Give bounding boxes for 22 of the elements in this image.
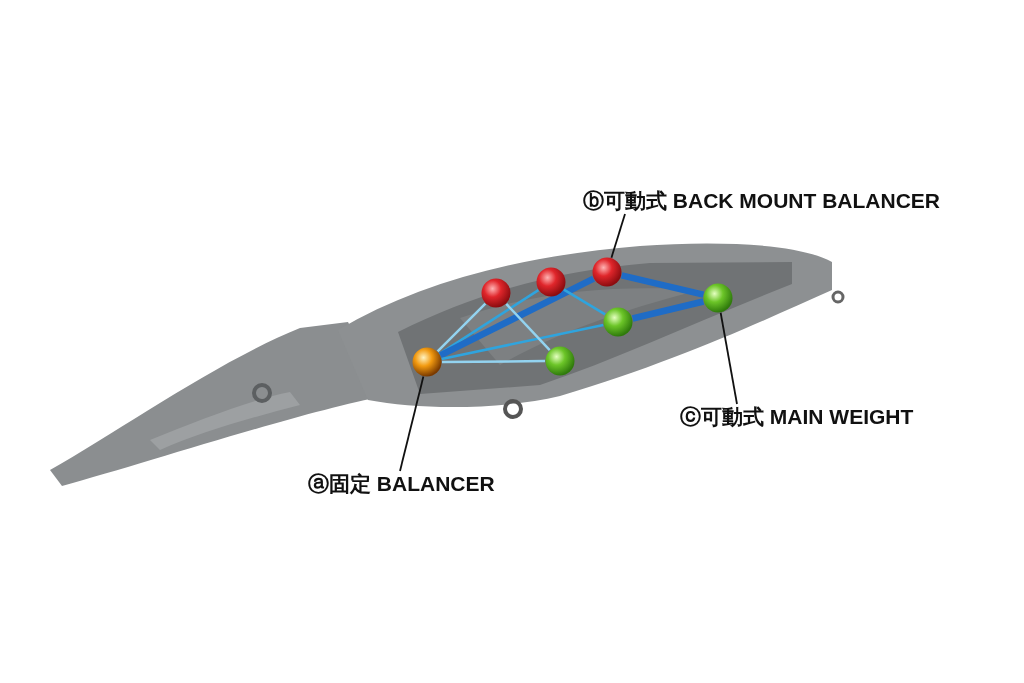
weight-ball [536, 267, 566, 297]
connecting-rod [438, 289, 540, 355]
leader-line [610, 213, 626, 259]
connecting-rod [441, 323, 604, 361]
weight-ball [603, 307, 633, 337]
weight-ball [412, 347, 442, 377]
connecting-rod [505, 303, 551, 351]
weight-ball [703, 283, 733, 313]
leader-line [399, 375, 425, 472]
weight-ball [545, 346, 575, 376]
connecting-rod [563, 288, 606, 316]
weight-ball [481, 278, 511, 308]
callout-label: ⓐ固定 BALANCER [308, 471, 495, 497]
connecting-rod [620, 272, 705, 298]
callout-label: ⓑ可動式 BACK MOUNT BALANCER [583, 188, 940, 214]
weight-ball [592, 257, 622, 287]
callout-label: ⓒ可動式 MAIN WEIGHT [680, 404, 914, 430]
connecting-rod [438, 275, 596, 359]
connecting-rod [442, 359, 545, 364]
connecting-rod [436, 302, 487, 353]
connecting-rod [631, 298, 705, 322]
leader-line [719, 311, 738, 405]
